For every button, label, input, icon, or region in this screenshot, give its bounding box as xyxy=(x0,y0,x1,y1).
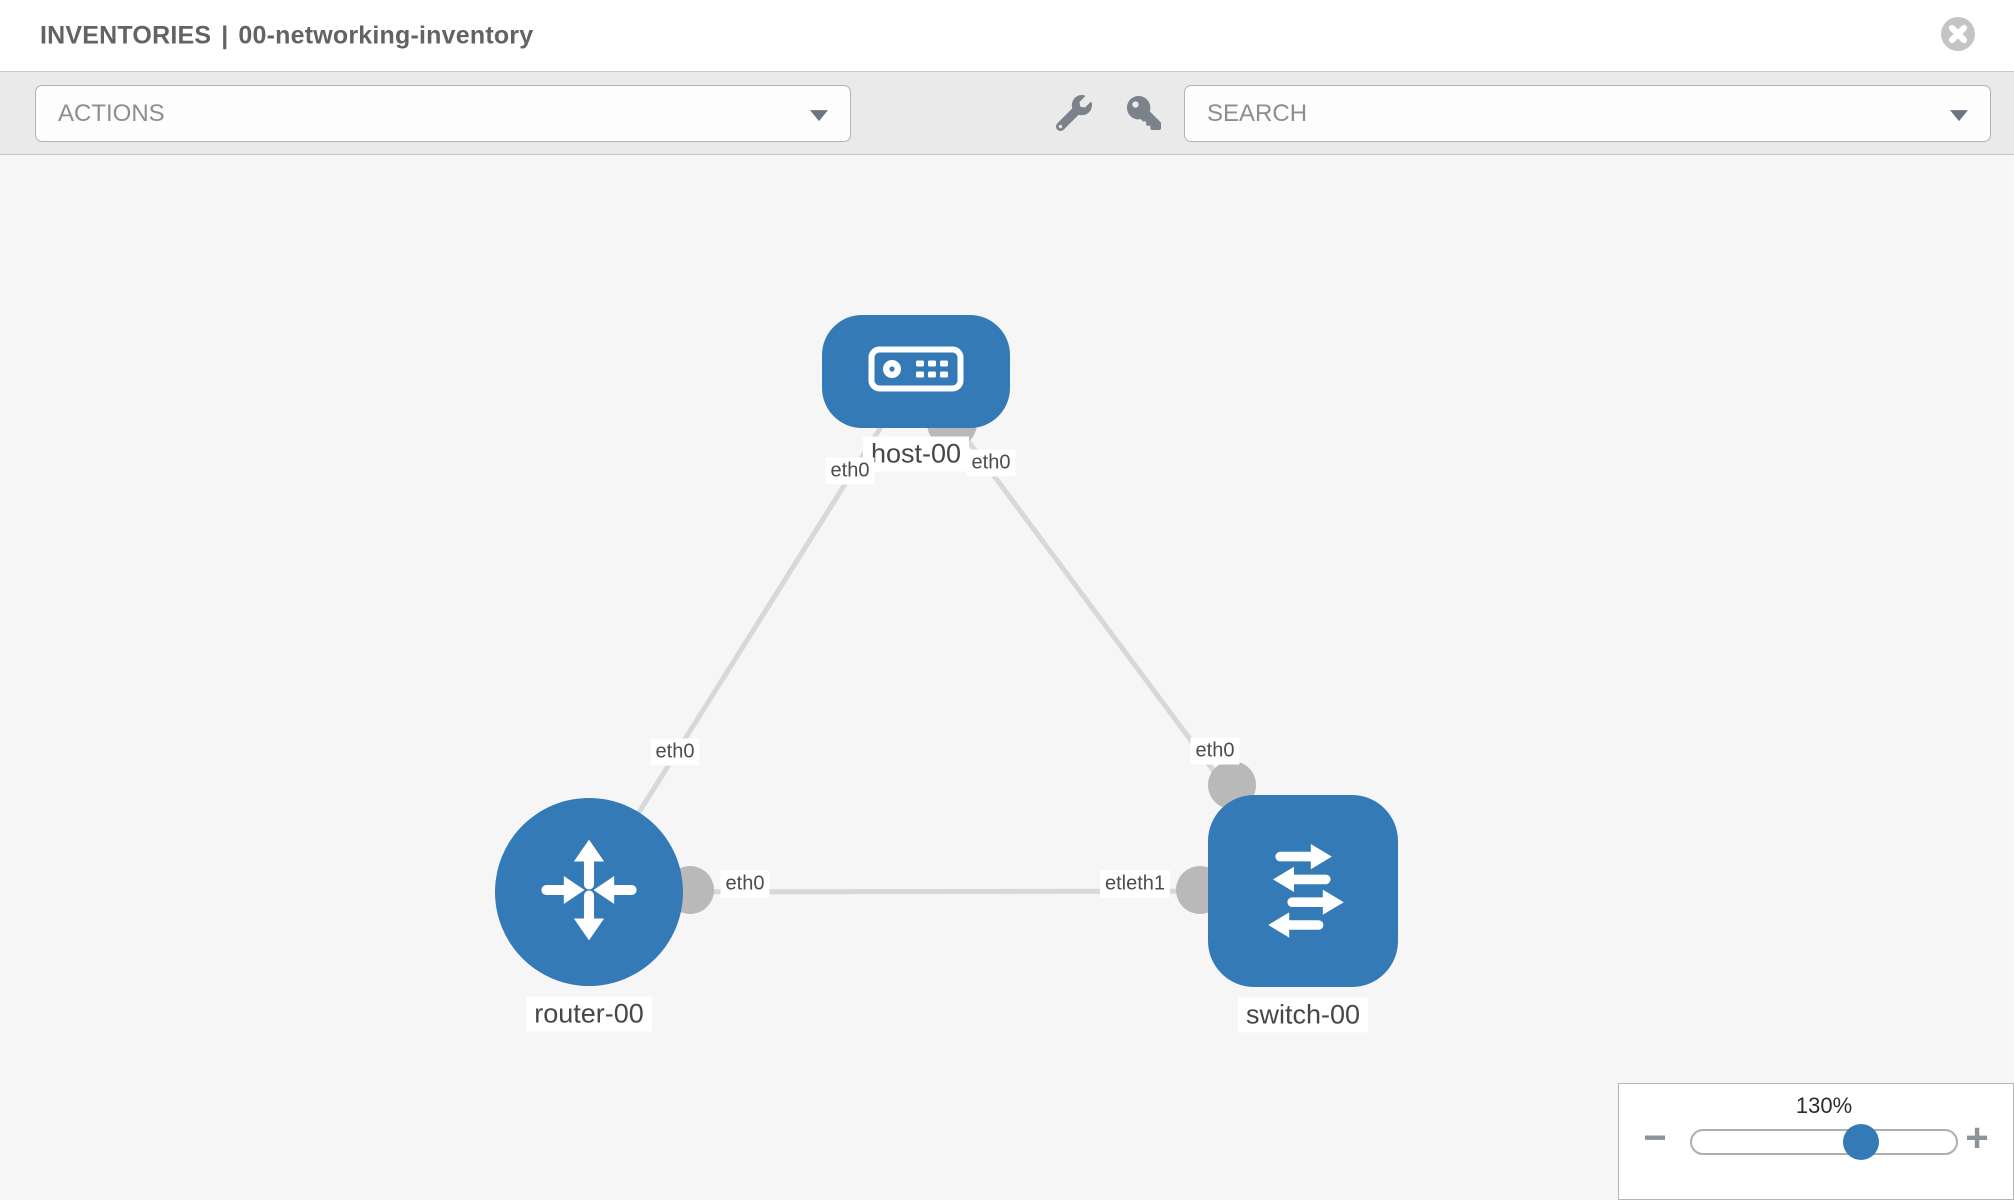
node-switch-00[interactable] xyxy=(1208,795,1398,987)
node-label-host-00: host-00 xyxy=(862,436,970,472)
actions-dropdown[interactable]: ACTIONS xyxy=(35,85,851,142)
toolbar: ACTIONS SEARCH xyxy=(0,72,2014,155)
interface-label: eth0 xyxy=(825,457,875,485)
key-icon xyxy=(1127,95,1161,133)
interface-label: eth0 xyxy=(650,738,700,766)
zoom-out-button[interactable]: − xyxy=(1633,1118,1677,1158)
node-host-00[interactable] xyxy=(822,314,1010,428)
node-label-switch-00: switch-00 xyxy=(1237,997,1369,1033)
search-dropdown[interactable]: SEARCH xyxy=(1184,85,1991,142)
topology-canvas[interactable]: host-00 router-00 switch-00 eth0 eth0 eth0 eth… xyxy=(0,155,2014,1200)
zoom-level-value: 130% xyxy=(1795,1093,1853,1118)
zoom-panel: 130% − + xyxy=(1618,1083,2014,1200)
links-layer xyxy=(586,369,1306,914)
wrench-icon xyxy=(1055,94,1092,134)
close-button[interactable] xyxy=(1940,16,1976,52)
page-title-separator: | xyxy=(221,21,229,49)
page-title-secondary: 00-networking-inventory xyxy=(238,21,534,49)
chevron-down-icon xyxy=(1950,109,1968,121)
chevron-down-icon xyxy=(810,109,828,121)
interface-label: eth0 xyxy=(966,449,1016,477)
node-router-00[interactable] xyxy=(495,798,683,986)
interface-label: etleth1 xyxy=(1099,870,1171,898)
key-button[interactable] xyxy=(1122,92,1166,136)
zoom-slider-thumb[interactable] xyxy=(1842,1124,1879,1160)
zoom-slider[interactable] xyxy=(1690,1124,1958,1160)
zoom-in-button[interactable]: + xyxy=(1955,1118,1999,1158)
actions-dropdown-label: ACTIONS xyxy=(58,99,165,127)
page-title: INVENTORIES | 00-networking-inventory xyxy=(40,21,533,50)
interface-label: eth0 xyxy=(1190,737,1240,765)
interface-label: eth0 xyxy=(720,870,770,898)
close-icon xyxy=(1940,17,1976,55)
header: INVENTORIES | 00-networking-inventory xyxy=(0,0,2014,72)
node-label-router-00: router-00 xyxy=(526,996,652,1032)
search-dropdown-label: SEARCH xyxy=(1207,99,1308,127)
host-icon xyxy=(868,346,964,397)
router-icon xyxy=(533,834,645,951)
page-title-primary: INVENTORIES xyxy=(40,21,212,49)
tools-button[interactable] xyxy=(1052,92,1096,136)
switch-icon xyxy=(1243,829,1363,954)
